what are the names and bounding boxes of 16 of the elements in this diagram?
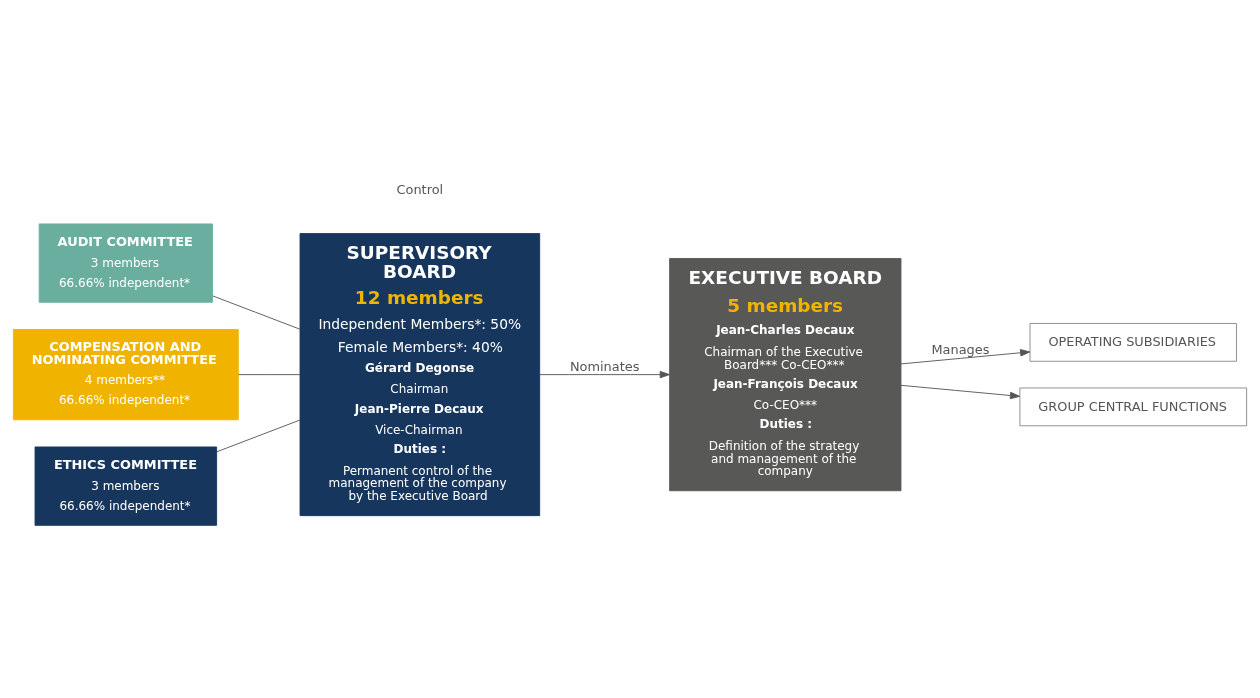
arrow xyxy=(539,370,670,378)
label: Control xyxy=(396,181,444,197)
connector xyxy=(238,373,301,375)
arrow xyxy=(900,384,1021,399)
connector xyxy=(216,419,301,452)
edge-label: Nominates xyxy=(569,358,640,374)
node-box: COMPENSATION AND NOMINATING COMMITTEE 4 members** 66.66% independent* xyxy=(12,328,239,420)
edge-label: Manages xyxy=(931,341,990,357)
node-box: OPERATING SUBSIDIARIES xyxy=(1029,322,1237,362)
node-box: EXECUTIVE BOARD 5 members Jean-Charles Decaux Chairman of the Executive Board*** Co-CEO*** Jean-François Decaux Co-CEO*** Duties : Definition of the strategy and management of the company xyxy=(669,257,902,491)
node-box: SUPERVISORY BOARD 12 members Independent Members*: 50% Female Members*: 40% Gérard Degonse Chairman Jean-Pierre Decaux Vice-Chairman Duties : Permanent control of the management of the company by the Executive Board xyxy=(299,232,541,516)
node-box: GROUP CENTRAL FUNCTIONS xyxy=(1019,387,1248,426)
node-box: AUDIT COMMITTEE 3 members 66.66% independent* xyxy=(38,222,213,303)
arrow xyxy=(900,348,1031,364)
node-box: ETHICS COMMITTEE 3 members 66.66% independent* xyxy=(34,446,218,526)
connector xyxy=(212,295,301,330)
